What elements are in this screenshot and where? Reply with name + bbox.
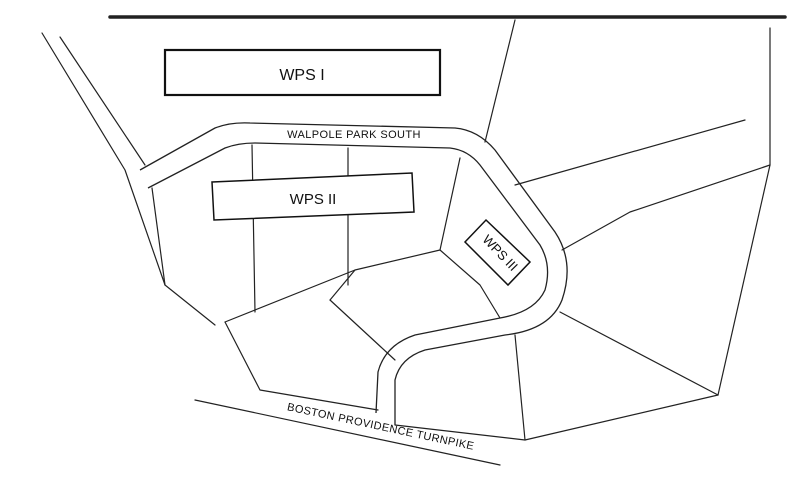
lot-line	[561, 164, 771, 251]
lot-line	[329, 299, 396, 361]
west-boundary-line	[41, 32, 166, 286]
boston-providence-turnpike-label: BOSTON PROVIDENCE TURNPIKE	[286, 401, 475, 452]
lot-line	[484, 19, 516, 143]
lot-line	[224, 321, 379, 411]
lot-line	[251, 144, 256, 313]
walpole-park-south-label: WALPOLE PARK SOUTH	[287, 129, 421, 141]
walpole-park-south-outer-edge	[139, 122, 568, 425]
building-wps-2	[211, 172, 415, 221]
walpole-park-south-inner-edge	[147, 142, 549, 414]
lot-line	[329, 269, 356, 301]
lot-line	[514, 119, 746, 186]
lot-line	[439, 249, 501, 319]
lot-line	[559, 311, 719, 396]
lot-line	[151, 187, 216, 326]
wps-1-label: WPS I	[279, 67, 324, 84]
lot-line	[514, 334, 526, 441]
wps-2-label: WPS II	[290, 191, 337, 208]
south-boundary-line	[394, 394, 719, 441]
building-wps-3	[463, 218, 532, 287]
lot-line	[224, 157, 461, 323]
building-wps-1	[163, 48, 442, 97]
west-boundary-inner-line	[59, 36, 146, 166]
turnpike-edge-line	[194, 399, 501, 466]
east-boundary-line	[717, 27, 771, 396]
